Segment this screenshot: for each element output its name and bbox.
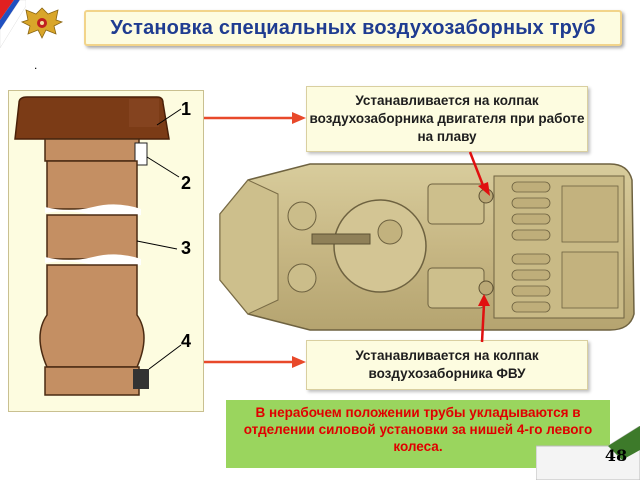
arrow-to-bottom-callout — [204, 356, 306, 368]
engine-intake-text: Устанавливается на колпак воздухозаборни… — [309, 93, 585, 144]
pipe-label-4: 4 — [181, 331, 191, 351]
pipe-base — [44, 366, 140, 396]
pointer-to-engine-intake — [468, 151, 490, 196]
storage-note: В нерабочем положении трубы укладываются… — [226, 400, 610, 468]
engine-intake-callout: Устанавливается на колпак воздухозаборни… — [306, 86, 588, 152]
clamp-part — [134, 142, 148, 166]
vehicle-top-view — [219, 163, 635, 331]
stray-dot: . — [34, 58, 38, 72]
pipe-diagram-panel: 1 2 3 4 — [8, 90, 204, 412]
pipe-label-3: 3 — [181, 238, 191, 258]
pipe-segment — [46, 160, 138, 210]
storage-note-text: В нерабочем положении трубы укладываются… — [243, 405, 593, 454]
title-banner: Установка специальных воздухозаборных тр… — [84, 10, 622, 46]
fvu-intake-text: Устанавливается на колпак воздухозаборни… — [355, 348, 539, 381]
pipe-collar — [44, 138, 140, 162]
page-title: Установка специальных воздухозаборных тр… — [110, 16, 596, 39]
turret — [333, 199, 427, 293]
page-corner-decoration — [536, 426, 640, 480]
pipe-label-2: 2 — [181, 173, 191, 193]
pipe-drawing: 1 2 3 4 — [14, 96, 191, 396]
eagle-emblem-icon — [20, 7, 64, 39]
pipe-segment — [46, 214, 138, 260]
base-clamp — [133, 369, 149, 389]
page-number: 48 — [604, 446, 628, 465]
pointer-to-fvu-intake — [478, 294, 490, 343]
arrow-to-top-callout — [204, 112, 306, 124]
flag-icon — [0, 0, 26, 48]
pipe-label-1: 1 — [181, 99, 191, 119]
fvu-intake-callout: Устанавливается на колпак воздухозаборни… — [306, 340, 588, 390]
pipe-bulge — [39, 264, 145, 368]
gun-barrel — [311, 233, 371, 245]
fvu-intake-cap — [478, 280, 494, 296]
